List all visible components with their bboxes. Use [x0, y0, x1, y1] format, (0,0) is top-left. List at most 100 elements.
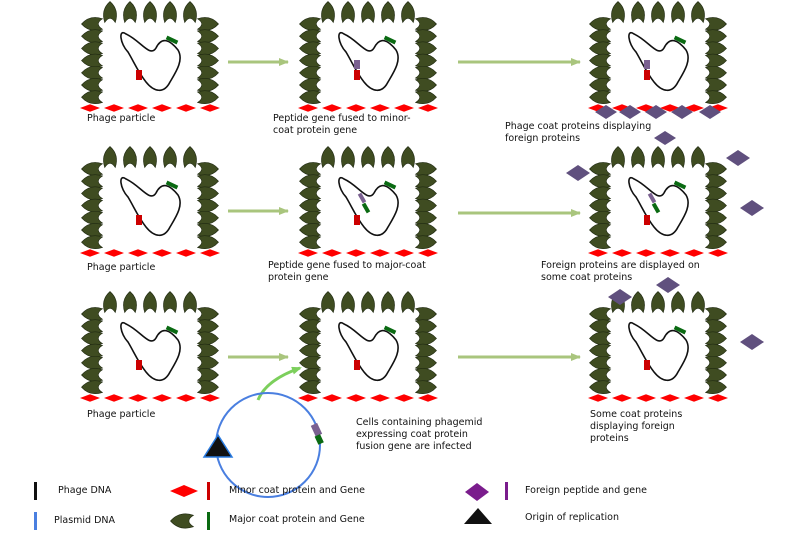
major-coat-protein-r1c2	[414, 78, 437, 92]
legend-phage-dna-label: Phage DNA	[58, 485, 112, 496]
major-coat-protein-r3c2	[414, 368, 437, 382]
minor-coat-protein-r1c2	[418, 104, 438, 112]
legend-plasmid-dna-label: Plasmid DNA	[54, 515, 116, 526]
major-coat-protein-r2c1	[183, 146, 197, 169]
major-coat-protein-r1c2	[341, 1, 355, 24]
phage-dna-r3c3	[628, 321, 689, 382]
major-coat-protein-r3c3	[704, 331, 727, 346]
major-coat-protein-r3c1	[196, 331, 219, 346]
phage-particle-r3c1	[80, 291, 220, 402]
minor-coat-protein-r3c2	[346, 394, 366, 402]
minor-coat-protein-r2c2	[298, 249, 318, 257]
minor-coat-gene-r2c3	[644, 215, 650, 225]
minor-coat-protein-r2c3	[612, 249, 632, 257]
major-coat-protein-r3c1	[196, 368, 219, 382]
major-coat-protein-r3c1	[196, 356, 219, 370]
major-coat-protein-r3c3	[589, 331, 612, 346]
major-coat-protein-r3c1	[196, 343, 219, 358]
major-coat-protein-r1c2	[299, 29, 322, 43]
major-coat-protein-r3c1	[196, 319, 219, 333]
major-coat-protein-r3c1	[81, 343, 104, 358]
legend-minor-coat-icon	[170, 485, 198, 497]
major-coat-protein-r1c2	[414, 66, 437, 80]
minor-coat-protein-r1c1	[128, 104, 148, 112]
major-coat-protein-r2c2	[361, 146, 375, 169]
major-coat-gene-r2c1	[165, 180, 179, 190]
phage-dna-r2c3	[628, 176, 689, 237]
major-coat-protein-r3c2	[299, 331, 322, 346]
major-coat-protein-r1c3	[589, 66, 612, 80]
minor-coat-protein-r3c1	[176, 394, 196, 402]
major-coat-protein-r1c2	[299, 90, 322, 104]
major-coat-gene-r3c3	[673, 325, 687, 335]
origin-of-replication-icon	[202, 433, 234, 458]
major-coat-protein-r3c3	[704, 356, 727, 370]
major-coat-protein-r3c3	[671, 291, 685, 314]
major-coat-protein-r2c3	[691, 146, 705, 169]
major-coat-protein-r1c2	[414, 90, 437, 104]
major-coat-protein-r2c1	[163, 146, 177, 169]
minor-coat-gene-r2c1	[136, 215, 142, 225]
major-coat-protein-r3c3	[589, 343, 612, 358]
major-coat-protein-r3c1	[143, 291, 157, 314]
major-coat-protein-r2c3	[671, 146, 685, 169]
minor-coat-protein-r2c2	[370, 249, 390, 257]
major-coat-protein-r1c3	[589, 41, 612, 56]
minor-coat-protein-r1c2	[298, 104, 318, 112]
major-coat-protein-r1c3	[589, 53, 612, 68]
major-coat-protein-r1c1	[196, 17, 219, 31]
major-coat-protein-r1c1	[81, 66, 104, 80]
phage-particle-r1c1	[80, 1, 220, 112]
major-coat-protein-r3c1	[81, 307, 104, 321]
major-coat-protein-r2c3	[589, 198, 612, 213]
plasmid-foreign-gene	[310, 422, 323, 437]
major-coat-protein-r3c1	[81, 319, 104, 333]
major-coat-protein-r3c2	[299, 307, 322, 321]
major-coat-protein-r1c2	[414, 29, 437, 43]
minor-coat-protein-r1c1	[152, 104, 172, 112]
major-coat-protein-r2c1	[196, 174, 219, 188]
phage-particle-r2c2	[298, 146, 438, 257]
major-coat-protein-r2c1	[103, 146, 117, 169]
major-coat-protein-r1c3	[631, 1, 645, 24]
major-coat-gene-fused-r2c3	[651, 202, 661, 214]
major-coat-protein-r2c3	[589, 174, 612, 188]
major-coat-protein-r3c3	[631, 291, 645, 314]
major-coat-protein-r2c3	[589, 223, 612, 237]
major-coat-protein-r3c1	[196, 307, 219, 321]
major-coat-protein-r2c3	[589, 211, 612, 225]
minor-coat-protein-r2c1	[104, 249, 124, 257]
major-coat-protein-r2c1	[196, 211, 219, 225]
major-coat-protein-r1c2	[361, 1, 375, 24]
major-coat-protein-r1c2	[321, 1, 335, 24]
major-coat-protein-r2c1	[143, 146, 157, 169]
major-coat-protein-r2c3	[589, 186, 612, 201]
foreign-protein	[595, 105, 617, 119]
foreign-protein	[566, 165, 590, 181]
major-coat-protein-r1c3	[704, 66, 727, 80]
legend-foreign-gene-icon	[505, 482, 508, 500]
minor-coat-protein-r2c2	[394, 249, 414, 257]
major-coat-protein-r2c2	[401, 146, 415, 169]
major-coat-protein-r2c3	[704, 211, 727, 225]
major-coat-protein-r1c3	[671, 1, 685, 24]
major-coat-protein-r1c2	[299, 78, 322, 92]
major-coat-protein-r3c2	[414, 331, 437, 346]
phage-dna-r1c3	[628, 31, 689, 92]
caption-row2-major-fusion: Peptide gene fused to major-coat protein…	[268, 260, 426, 283]
minor-coat-protein-r2c3	[684, 249, 704, 257]
minor-coat-protein-r3c3	[612, 394, 632, 402]
foreign-protein	[699, 105, 721, 119]
phage-dna-r1c2	[338, 31, 399, 92]
caption-row3-phage: Phage particle	[87, 409, 156, 420]
phage-dna-r3c1	[120, 321, 181, 382]
minor-coat-protein-r3c1	[152, 394, 172, 402]
major-coat-protein-r3c3	[691, 291, 705, 314]
phage-particle-r3c3	[588, 291, 728, 402]
major-coat-protein-r2c1	[123, 146, 137, 169]
legend-minor-coat-label: Minor coat protein and Gene	[229, 485, 365, 496]
major-coat-protein-r2c2	[414, 211, 437, 225]
foreign-protein	[654, 131, 676, 145]
phage-dna-r2c2	[338, 176, 399, 237]
